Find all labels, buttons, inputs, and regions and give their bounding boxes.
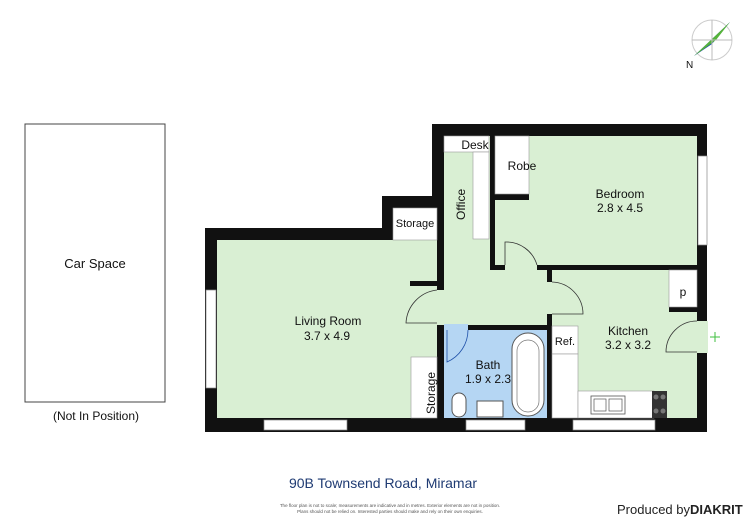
disclaimer-line-2: Plans should not be relied on. Intereste… xyxy=(297,509,483,514)
window-bath xyxy=(465,419,526,431)
hallway xyxy=(437,270,547,325)
pantry xyxy=(668,269,698,308)
bedroom-size: 2.8 x 4.5 xyxy=(597,201,643,215)
living-doorway xyxy=(432,290,446,325)
robe-label: Robe xyxy=(508,159,537,173)
entry-doorway xyxy=(695,321,708,353)
window-living-bottom xyxy=(263,419,348,431)
compass-north-label: N xyxy=(686,60,693,71)
robe xyxy=(494,135,530,195)
car-space-label: Car Space xyxy=(64,256,125,271)
kitchen-label: Kitchen xyxy=(608,324,648,338)
office-label: Office xyxy=(454,189,468,220)
counter-left xyxy=(551,353,579,419)
storage-top xyxy=(392,207,438,241)
living-room-label: Living Room xyxy=(295,314,362,328)
living-room-size: 3.7 x 4.9 xyxy=(304,329,350,343)
cooktop xyxy=(652,391,667,418)
basin xyxy=(476,400,504,418)
address-title: 90B Townsend Road, Miramar xyxy=(289,475,477,491)
ref-label: Ref. xyxy=(555,336,575,348)
kitchen-doorway xyxy=(544,282,554,314)
bathtub xyxy=(511,332,545,417)
toilet xyxy=(451,392,467,418)
car-space-note: (Not In Position) xyxy=(53,409,139,423)
car-space xyxy=(24,123,166,403)
disclaimer-line-1: The floor plan is not to scale; measurem… xyxy=(280,503,500,508)
window-kitchen xyxy=(572,419,656,431)
bedroom-doorway xyxy=(505,262,537,272)
kitchen-sink xyxy=(590,395,626,415)
kitchen-size: 3.2 x 3.2 xyxy=(605,338,651,352)
storage-bottom xyxy=(410,356,438,419)
pantry-label: p xyxy=(680,285,687,299)
desk-label: Desk xyxy=(461,138,489,152)
compass-icon: N xyxy=(686,19,733,71)
desk xyxy=(443,135,490,153)
brand-logo: DIAKRIT xyxy=(690,502,743,517)
living-room xyxy=(217,240,437,418)
storage-top-label: Storage xyxy=(396,218,435,230)
bath-label: Bath xyxy=(476,358,501,372)
bath-size: 1.9 x 2.3 xyxy=(465,372,511,386)
bedroom-label: Bedroom xyxy=(596,187,645,201)
storage-bottom-label: Storage xyxy=(424,372,438,414)
window-bedroom xyxy=(697,155,708,246)
produced-by-label: Produced by xyxy=(617,502,690,517)
desk-counter xyxy=(472,151,490,240)
window-living-left xyxy=(205,289,217,389)
